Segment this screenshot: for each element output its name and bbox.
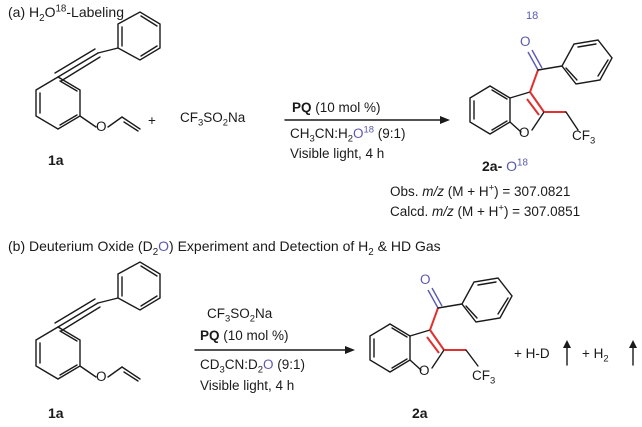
byproduct-hd: + H-D — [514, 346, 550, 361]
ring-oxygen-a: O — [519, 125, 530, 140]
byproduct-h2: + H2 — [582, 346, 609, 365]
section-b-title: (b) Deuterium Oxide (D2O) Experiment and… — [8, 238, 441, 258]
observed-mass: Obs. m/z (M + H+) = 307.0821 — [390, 182, 571, 199]
solvent-b: CD3CN:D2O (9:1) — [200, 357, 306, 376]
section-a-title: (a) H2O18-Labeling — [8, 3, 124, 24]
product-label-b: 2a — [412, 405, 428, 421]
product-2a-O18-structure — [469, 39, 613, 135]
carbonyl-oxygen-a: O — [520, 34, 531, 49]
catalyst-a: PQ (10 mol %) — [292, 100, 381, 115]
carbonyl-oxygen-b: O — [420, 272, 431, 287]
plus-sign-a: + — [148, 113, 156, 128]
reagent-cf3so2na-b: CF3SO2Na — [207, 306, 273, 325]
conditions-b: Visible light, 4 h — [200, 378, 295, 393]
reagent-cf3so2na-a: CF3SO2Na — [180, 110, 246, 129]
reactant-label-b: 1a — [48, 405, 64, 421]
reactant-1a-structure-b — [35, 261, 161, 382]
product-label-a: 2a- O18 — [482, 157, 528, 174]
calculated-mass: Calcd. m/z (M + H+) = 307.0851 — [390, 202, 581, 219]
cf3-group-b: CF3 — [472, 368, 496, 387]
gas-arrows — [563, 340, 637, 366]
product-2a-structure — [369, 277, 513, 373]
conditions-a: Visible light, 4 h — [290, 146, 385, 161]
reactant-1a-structure-a — [35, 11, 161, 132]
ring-oxygen-b: O — [419, 363, 430, 378]
catalyst-b: PQ (10 mol %) — [200, 328, 289, 343]
ether-oxygen-a: O — [96, 119, 107, 134]
cf3-group-a: CF3 — [572, 128, 596, 147]
ether-oxygen-b: O — [96, 369, 107, 384]
solvent-a: CH3CN:H2O18 (9:1) — [290, 124, 406, 145]
isotope-label-18: 18 — [526, 10, 539, 22]
reactant-label-a: 1a — [48, 152, 64, 168]
